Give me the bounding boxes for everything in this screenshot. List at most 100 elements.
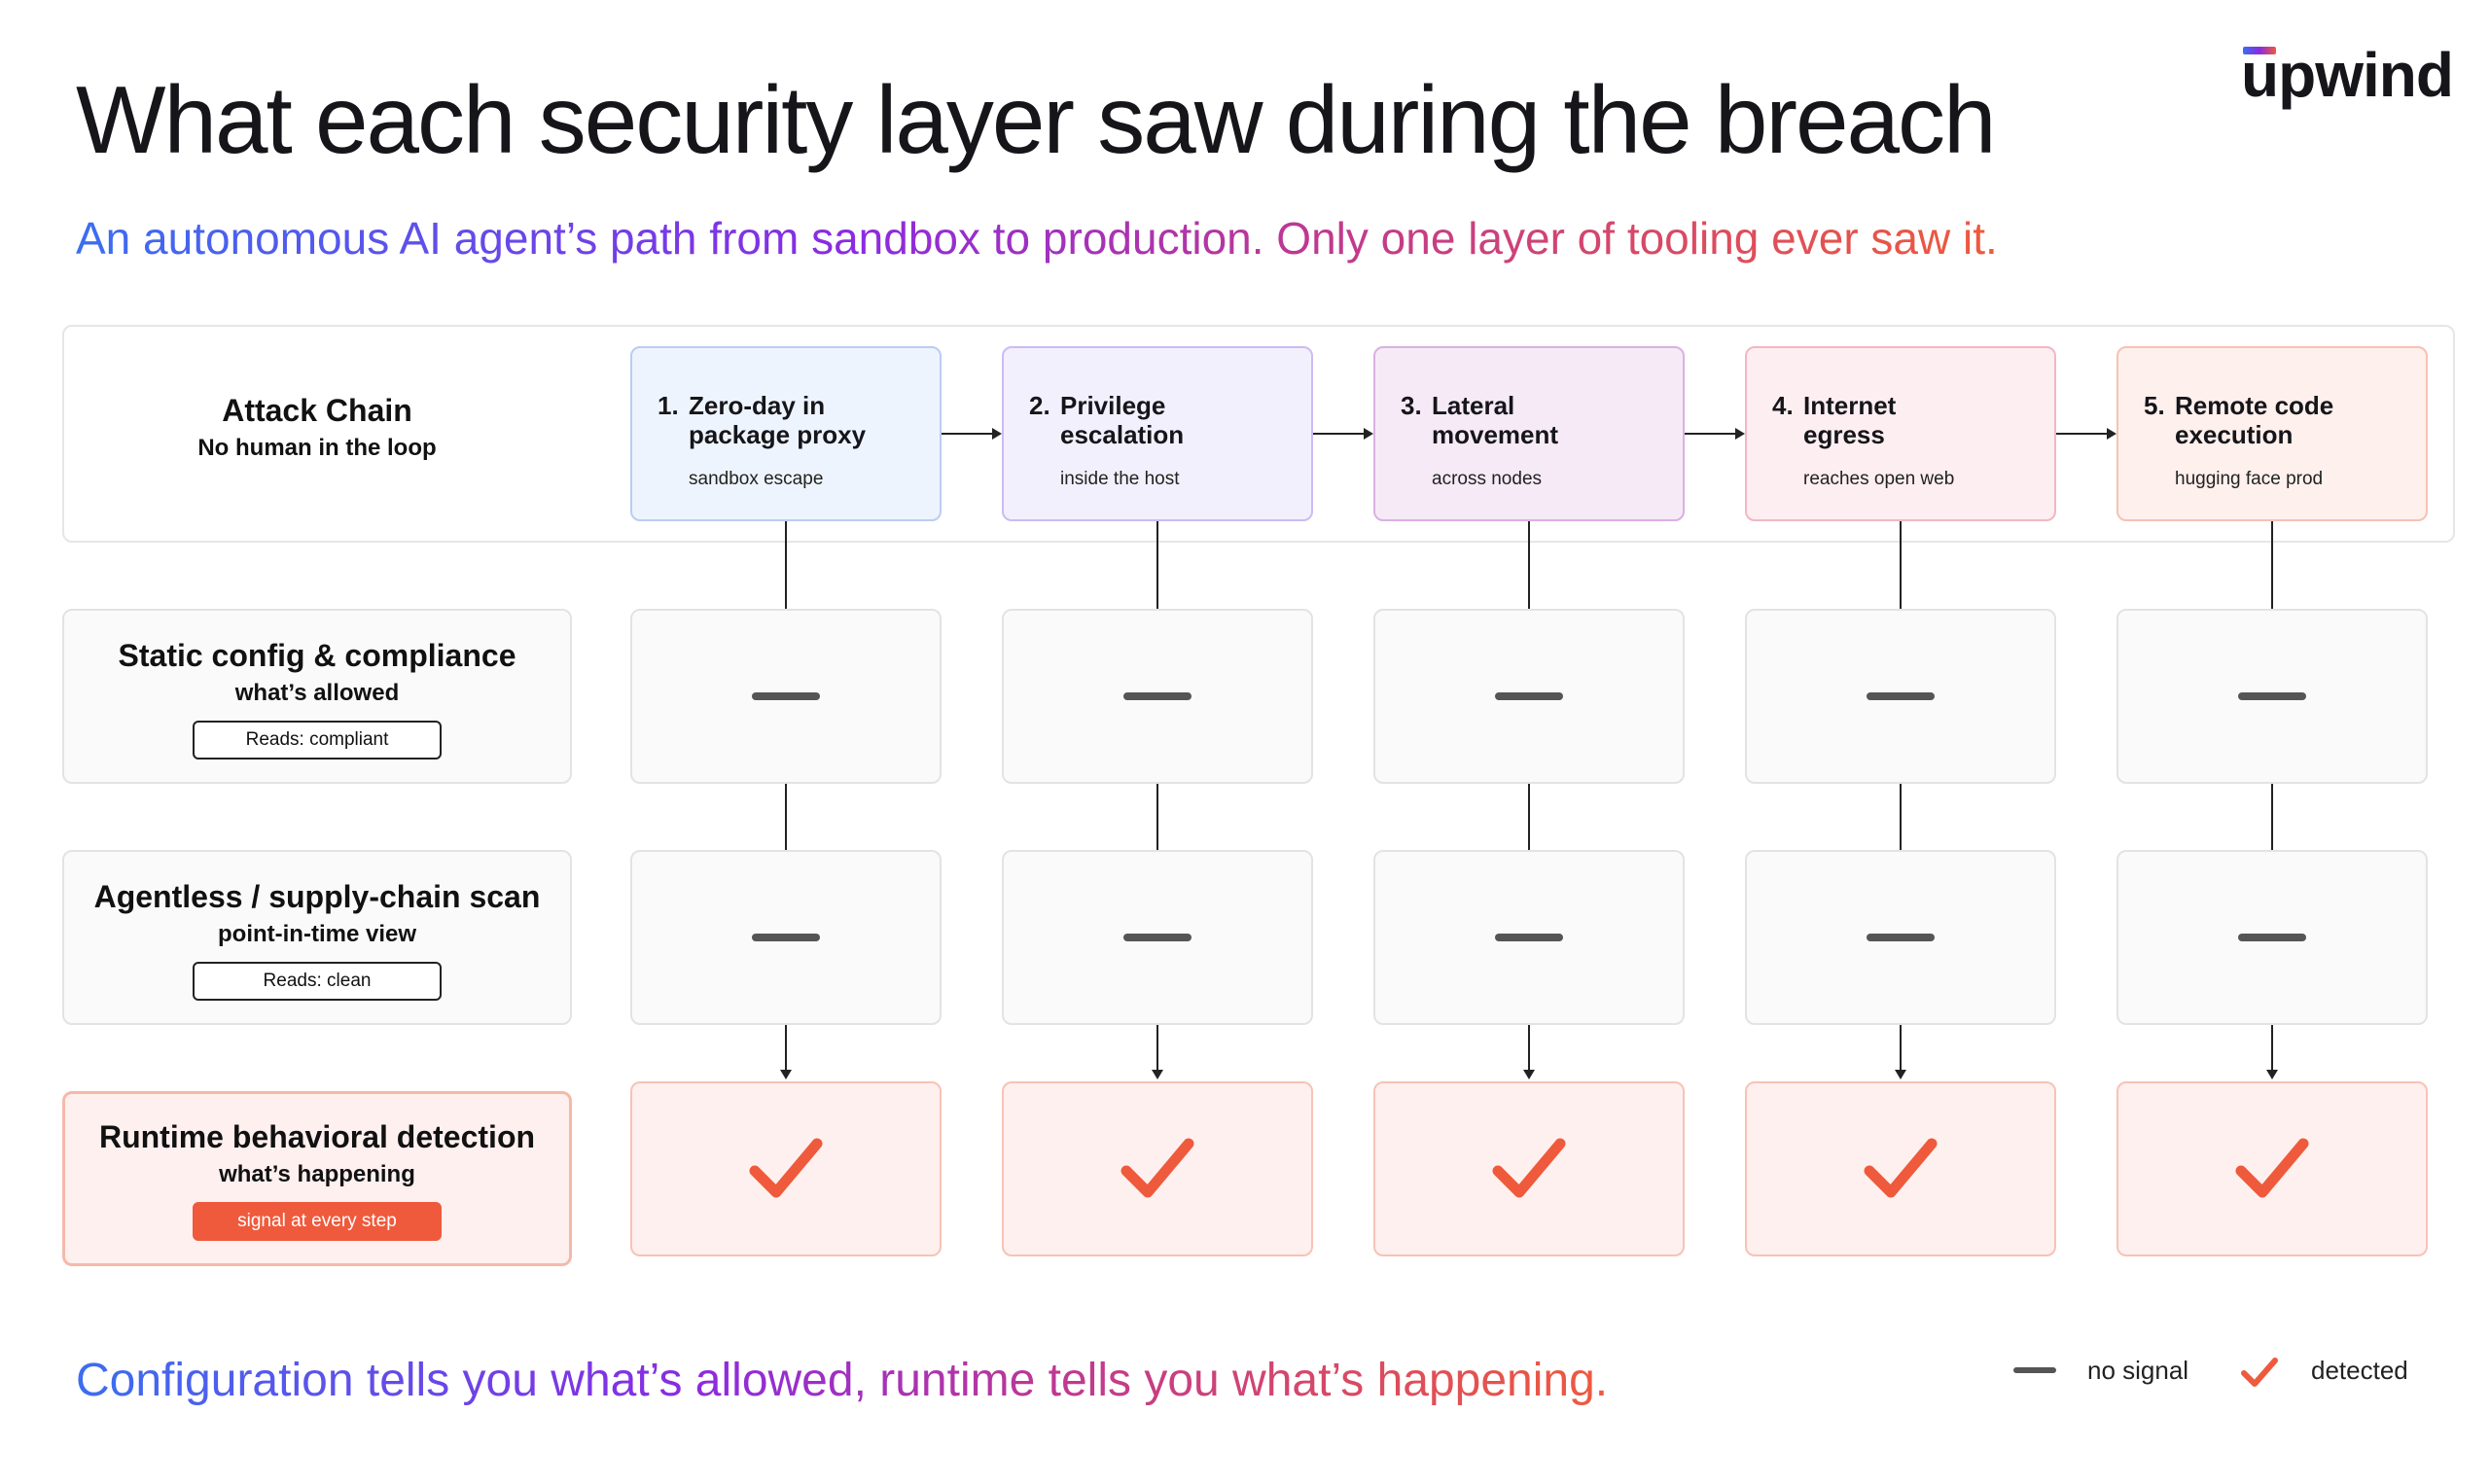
step-number: 2. [1029, 391, 1050, 420]
step-title: Zero-day in package proxy [689, 391, 867, 449]
check-icon [749, 1138, 823, 1198]
cell-static-step-4 [1745, 609, 2056, 784]
step-title: Remote code execution [2175, 391, 2334, 449]
step-number: 5. [2144, 391, 2165, 420]
step-subtitle: inside the host [1060, 469, 1180, 489]
cell-static-step-1 [630, 609, 942, 784]
dash-icon [1867, 934, 1935, 941]
step-title: Lateral movement [1432, 391, 1559, 449]
layer-subtitle: what’s happening [219, 1161, 415, 1187]
arrow-right-icon [2107, 428, 2116, 440]
step-subtitle: sandbox escape [689, 469, 824, 489]
check-icon [1492, 1138, 1566, 1198]
check-icon [1864, 1138, 1938, 1198]
arrow-down-icon [1523, 1070, 1535, 1079]
arrow-down-icon [1895, 1070, 1906, 1079]
step-number: 3. [1401, 391, 1422, 420]
cell-agentless-step-1 [630, 850, 942, 1025]
dash-icon [1495, 934, 1563, 941]
step-4: 4. Internet egress reaches open web [1745, 346, 2056, 521]
arrow-down-icon [1152, 1070, 1163, 1079]
attack-chain-title: Attack Chain [222, 393, 412, 428]
column-connector [1156, 521, 1158, 609]
column-connector [1900, 521, 1902, 609]
attack-chain-subtitle: No human in the loop [197, 435, 437, 461]
arrow-down-icon [780, 1070, 792, 1079]
column-connector [1156, 784, 1158, 850]
attack-chain-label: Attack Chain No human in the loop [62, 393, 572, 462]
chain-connector [942, 433, 992, 435]
arrow-right-icon [1735, 428, 1745, 440]
legend-detected-label: detected [2311, 1356, 2408, 1385]
column-connector [1528, 784, 1530, 850]
layer-subtitle: what’s allowed [234, 680, 400, 706]
layer-subtitle: point-in-time view [218, 921, 416, 947]
cell-agentless-step-2 [1002, 850, 1313, 1025]
layer-badge: Reads: compliant [193, 721, 442, 760]
arrow-right-icon [1364, 428, 1373, 440]
layer-title: Agentless / supply-chain scan [93, 879, 541, 914]
dash-icon [752, 692, 820, 700]
cell-runtime-step-3 [1373, 1081, 1685, 1256]
layer-title: Runtime behavioral detection [98, 1119, 536, 1154]
dash-icon [2238, 692, 2306, 700]
step-title: Privilege escalation [1060, 391, 1185, 449]
page-subtitle: An autonomous AI agent’s path from sandb… [76, 213, 1998, 264]
check-icon [1120, 1138, 1194, 1198]
layer-badge: signal at every step [193, 1202, 442, 1241]
step-number: 1. [658, 391, 679, 420]
legend-check-icon [2241, 1358, 2278, 1387]
layer-static-config: Static config & compliance what’s allowe… [62, 609, 572, 784]
cell-agentless-step-3 [1373, 850, 1685, 1025]
cell-runtime-step-1 [630, 1081, 942, 1256]
cell-agentless-step-5 [2116, 850, 2428, 1025]
step-3: 3. Lateral movement across nodes [1373, 346, 1685, 521]
step-subtitle: across nodes [1432, 469, 1543, 489]
dash-icon [2238, 934, 2306, 941]
footer-tagline: Configuration tells you what’s allowed, … [76, 1355, 1609, 1406]
dash-icon [1495, 692, 1563, 700]
dash-icon [1123, 692, 1192, 700]
column-connector [1900, 1025, 1902, 1072]
column-connector [1528, 521, 1530, 609]
cell-static-step-3 [1373, 609, 1685, 784]
cell-static-step-2 [1002, 609, 1313, 784]
arrow-down-icon [2266, 1070, 2278, 1079]
column-connector [785, 1025, 787, 1072]
arrow-right-icon [992, 428, 1002, 440]
check-icon [2235, 1138, 2309, 1198]
chain-connector [1685, 433, 1735, 435]
layer-title: Static config & compliance [118, 638, 516, 673]
step-5: 5. Remote code execution hugging face pro… [2116, 346, 2428, 521]
dash-icon [1123, 934, 1192, 941]
layer-badge: Reads: clean [193, 962, 442, 1001]
step-number: 4. [1772, 391, 1794, 420]
dash-icon [752, 934, 820, 941]
column-connector [785, 784, 787, 850]
step-subtitle: hugging face prod [2175, 469, 2324, 489]
column-connector [1156, 1025, 1158, 1072]
dash-icon [1867, 692, 1935, 700]
chain-connector [1313, 433, 1364, 435]
chain-connector [2056, 433, 2107, 435]
step-title: Internet egress [1803, 391, 1897, 449]
cell-static-step-5 [2116, 609, 2428, 784]
column-connector [2271, 784, 2273, 850]
page-title: What each security layer saw during the … [76, 66, 1996, 173]
legend-dash-icon [2013, 1367, 2056, 1373]
cell-runtime-step-2 [1002, 1081, 1313, 1256]
column-connector [1900, 784, 1902, 850]
column-connector [2271, 1025, 2273, 1072]
layer-agentless-scan: Agentless / supply-chain scan point-in-t… [62, 850, 572, 1025]
step-1: 1. Zero-day in package proxy sandbox esca… [630, 346, 942, 521]
cell-agentless-step-4 [1745, 850, 2056, 1025]
cell-runtime-step-5 [2116, 1081, 2428, 1256]
step-subtitle: reaches open web [1803, 469, 1955, 489]
step-2: 2. Privilege escalation inside the host [1002, 346, 1313, 521]
column-connector [2271, 521, 2273, 609]
legend-no-signal-label: no signal [2087, 1356, 2189, 1385]
cell-runtime-step-4 [1745, 1081, 2056, 1256]
upwind-logo: upwind [2241, 40, 2454, 110]
column-connector [785, 521, 787, 609]
layer-runtime-detection: Runtime behavioral detection what’s happ… [62, 1091, 572, 1266]
